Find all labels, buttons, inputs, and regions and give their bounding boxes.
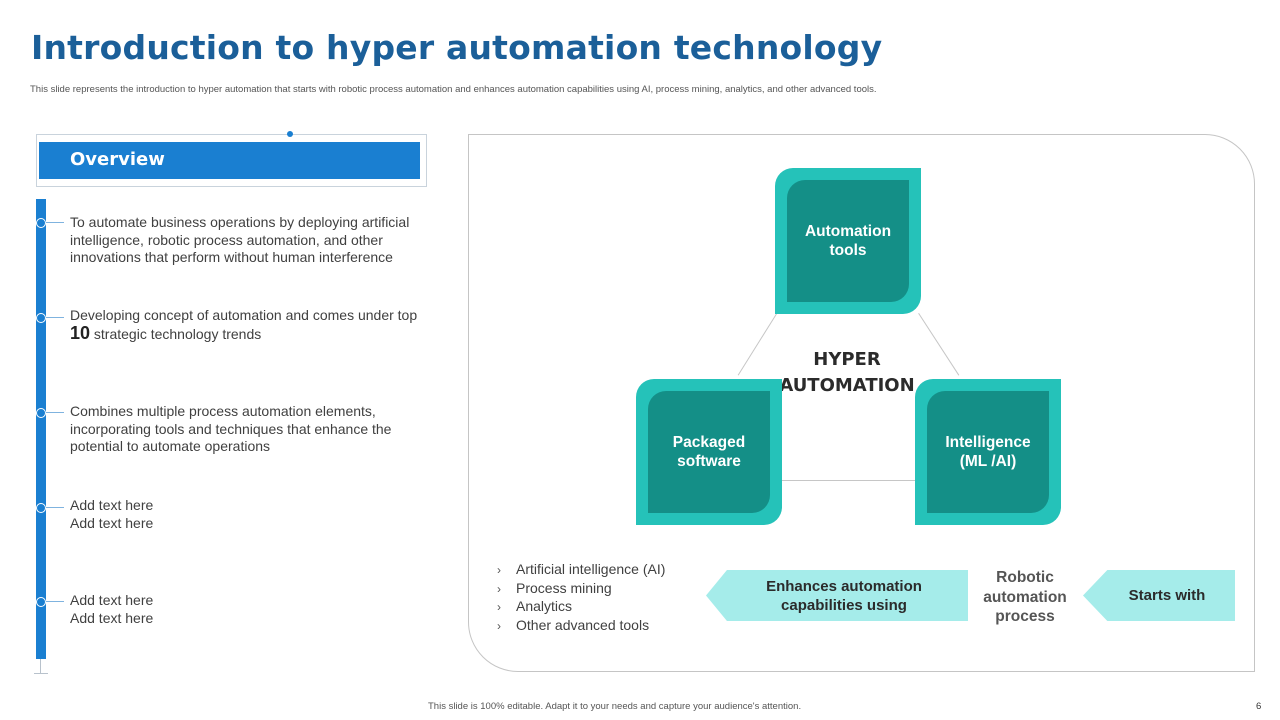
bullet-2-highlight: 10 <box>70 322 91 343</box>
overview-frame <box>36 134 427 187</box>
rpa-line-1: Robotic <box>996 569 1054 586</box>
chevron-right-icon: › <box>497 618 501 633</box>
intelligence-line-2: (ML /AI) <box>959 453 1017 470</box>
automation-tools-line-1: Automation <box>804 223 892 240</box>
bullet-5-line-2: Add text here <box>70 609 154 626</box>
tools-list-item: › Analytics <box>497 598 665 617</box>
overview-bullet-1: To automate business operations by deplo… <box>70 214 410 265</box>
bullet-marker-3 <box>35 408 65 418</box>
chevron-right-icon: › <box>497 581 501 596</box>
automation-tools-line-2: tools <box>829 242 867 259</box>
tools-list-item: › Other advanced tools <box>497 617 665 636</box>
connector-bottom <box>782 480 916 481</box>
advanced-tools-list: › Artificial intelligence (AI) › Process m… <box>497 561 665 635</box>
bullet-5-line-1: Add text here <box>70 592 154 608</box>
starts-with-label: Starts with <box>1128 587 1206 604</box>
diagram-panel <box>468 134 1255 672</box>
timeline-foot <box>34 673 48 674</box>
automation-tools-box: Automation tools <box>775 168 921 314</box>
tools-item-text: Other advanced tools <box>516 616 650 633</box>
bullet-4-line-1: Add text here <box>70 497 154 513</box>
tools-list-item: › Artificial intelligence (AI) <box>497 561 665 580</box>
bullet-marker-1 <box>35 218 65 228</box>
footer-note: This slide is 100% editable. Adapt it to… <box>428 701 802 712</box>
intelligence-inner: Intelligence (ML /AI) <box>927 391 1049 513</box>
intelligence-line-1: Intelligence <box>945 434 1031 451</box>
overview-bullet-2: Developing concept of automation and com… <box>70 307 440 343</box>
bullet-4-line-2: Add text here <box>70 514 154 531</box>
rpa-line-3: process <box>995 608 1055 625</box>
bullet-marker-2 <box>35 313 65 323</box>
overview-bullet-4: Add text here Add text here <box>70 497 440 532</box>
timeline-tail <box>40 659 41 673</box>
tools-item-text: Analytics <box>516 598 573 614</box>
hyper-line-1: HYPER <box>813 349 881 370</box>
page-number: 6 <box>1256 701 1262 712</box>
packaged-software-box: Packaged software <box>636 379 782 525</box>
packaged-software-line-1: Packaged <box>672 434 746 451</box>
automation-tools-inner: Automation tools <box>787 180 909 302</box>
packaged-software-label: Packaged software <box>673 433 745 471</box>
starts-with-arrow: Starts with <box>1083 570 1235 621</box>
tools-item-text: Artificial intelligence (AI) <box>516 561 666 577</box>
hyper-automation-label: HYPER AUTOMATION <box>772 347 922 399</box>
bullet-2-text-before: Developing concept of automation and com… <box>70 307 418 323</box>
hyper-line-2: AUTOMATION <box>779 375 915 396</box>
overview-bullet-5: Add text here Add text here <box>70 592 440 627</box>
bullet-2-text-after: strategic technology trends <box>93 325 262 342</box>
overview-header-bar <box>39 142 420 179</box>
overview-frame-dot <box>287 131 293 137</box>
enhances-label: Enhances automation capabilities using <box>766 577 922 615</box>
slide-subtitle: This slide represents the introduction t… <box>30 84 877 95</box>
intelligence-box: Intelligence (ML /AI) <box>915 379 1061 525</box>
timeline-bar <box>36 199 46 659</box>
rpa-label: Robotic automation process <box>974 568 1076 627</box>
enhances-line-1: Enhances automation <box>766 577 922 595</box>
slide-title: Introduction to hyper automation technol… <box>31 28 883 67</box>
chevron-right-icon: › <box>497 600 501 614</box>
packaged-software-inner: Packaged software <box>648 391 770 513</box>
enhances-line-2: capabilities using <box>781 596 907 614</box>
bullet-marker-4 <box>35 503 65 513</box>
tools-list-item: › Process mining <box>497 580 665 599</box>
chevron-right-icon: › <box>497 563 501 577</box>
overview-heading: Overview <box>70 149 165 170</box>
automation-tools-label: Automation tools <box>805 222 891 260</box>
bullet-marker-5 <box>35 597 65 607</box>
overview-bullet-3: Combines multiple process automation ele… <box>70 403 392 454</box>
intelligence-label: Intelligence (ML /AI) <box>945 433 1030 471</box>
rpa-line-2: automation <box>983 588 1067 606</box>
tools-item-text: Process mining <box>516 579 612 596</box>
enhances-arrow: Enhances automation capabilities using <box>706 570 968 621</box>
packaged-software-line-2: software <box>677 453 741 470</box>
